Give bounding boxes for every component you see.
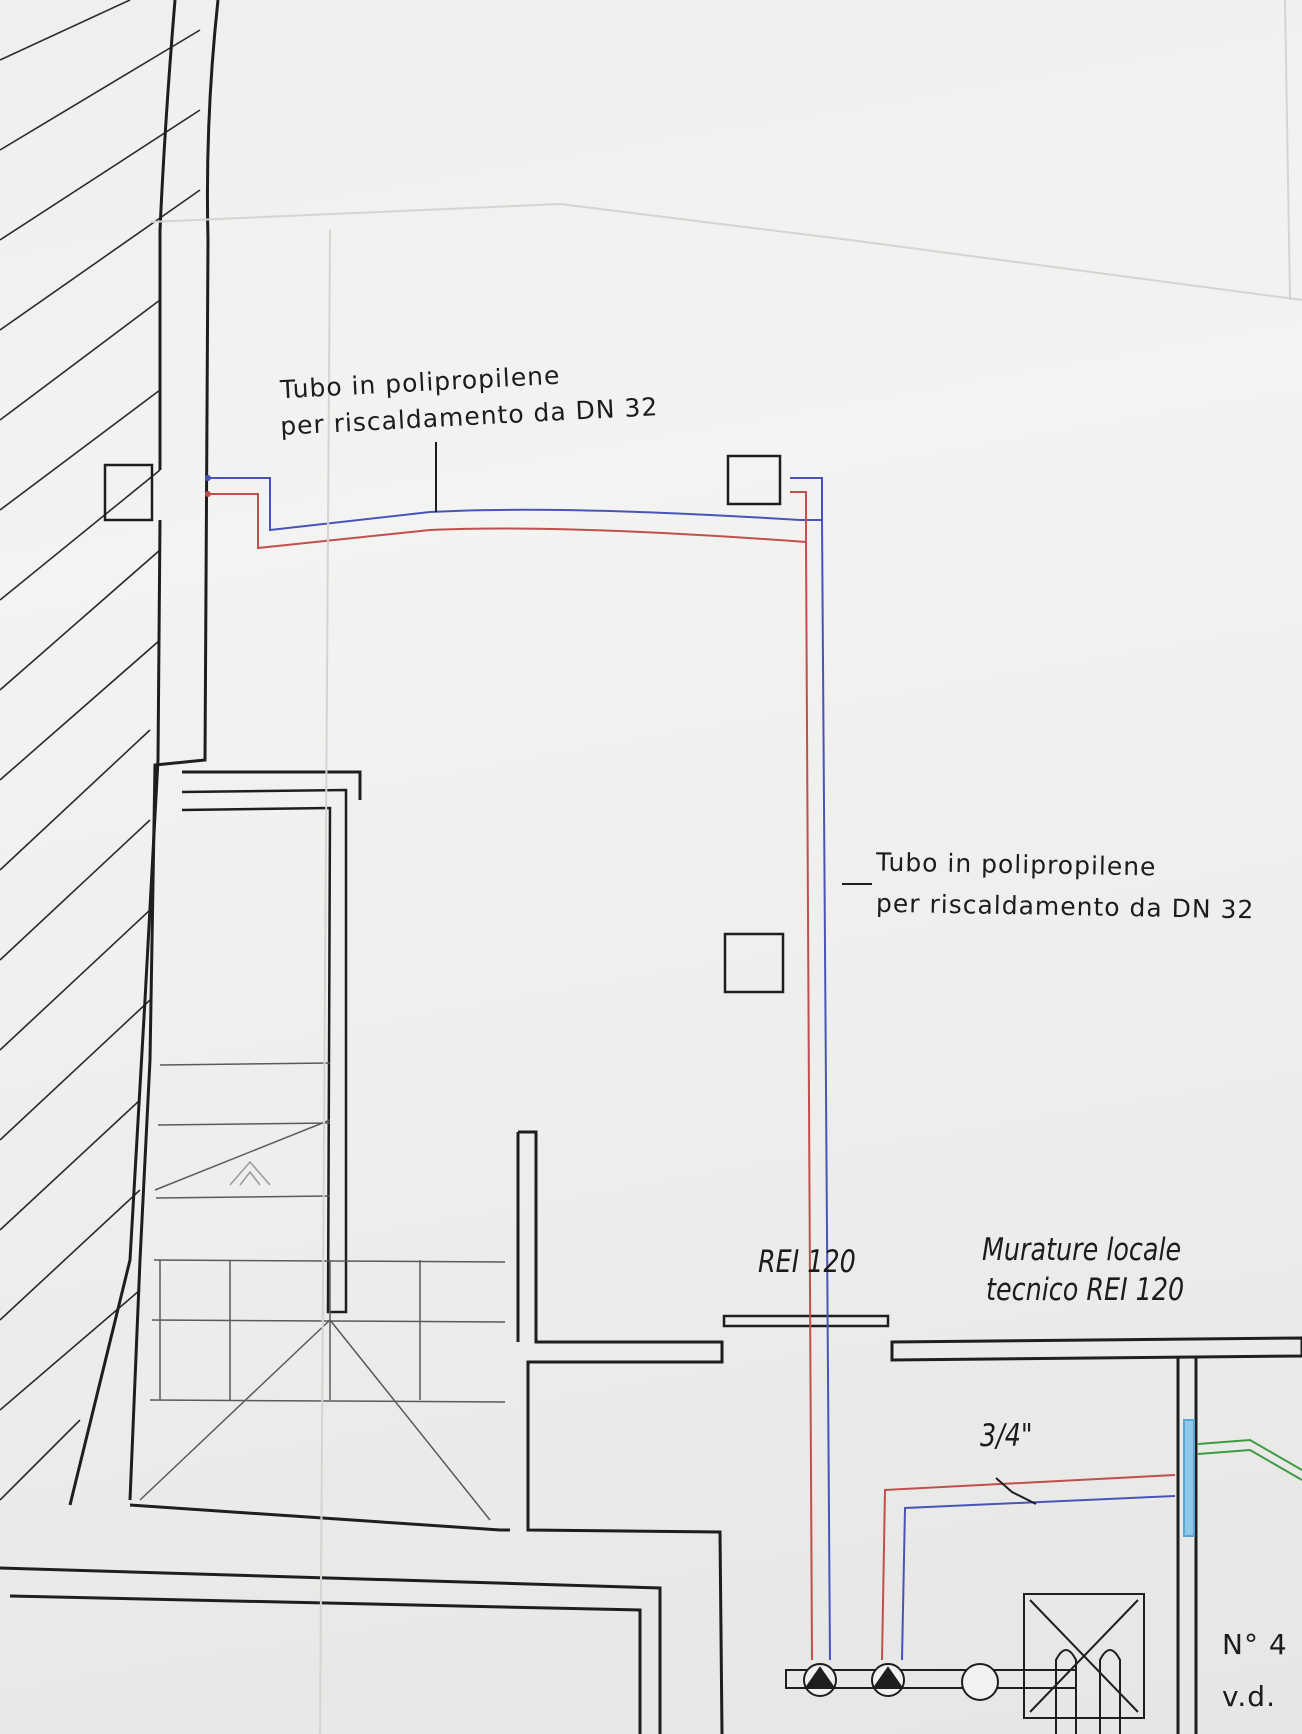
leader-line [995,1477,1037,1505]
vd-label: v.d. [1222,1680,1276,1713]
heating-pipes [208,477,1176,1661]
stairs [139,1062,506,1521]
pipe-label-right-line1: Tubo in polipropilene [875,847,1157,882]
rei-door-line [722,1314,890,1328]
boiler-equipment [785,1593,1145,1734]
fold-lines [149,0,1302,1734]
count-label: N° 4 [1222,1628,1288,1661]
radiator-icon [723,932,785,994]
valve-icon [1183,1419,1195,1537]
wall-note-line1: Murature locale [982,1232,1182,1268]
hatched-wall [0,0,201,1501]
gas-pipe [1197,1438,1302,1481]
wall-note-line2: tecnico REI 120 [986,1272,1185,1308]
radiator-icon [726,454,782,506]
rei-door-label: REI 120 [758,1244,856,1280]
pipe-size-label: 3/4" [980,1418,1033,1454]
